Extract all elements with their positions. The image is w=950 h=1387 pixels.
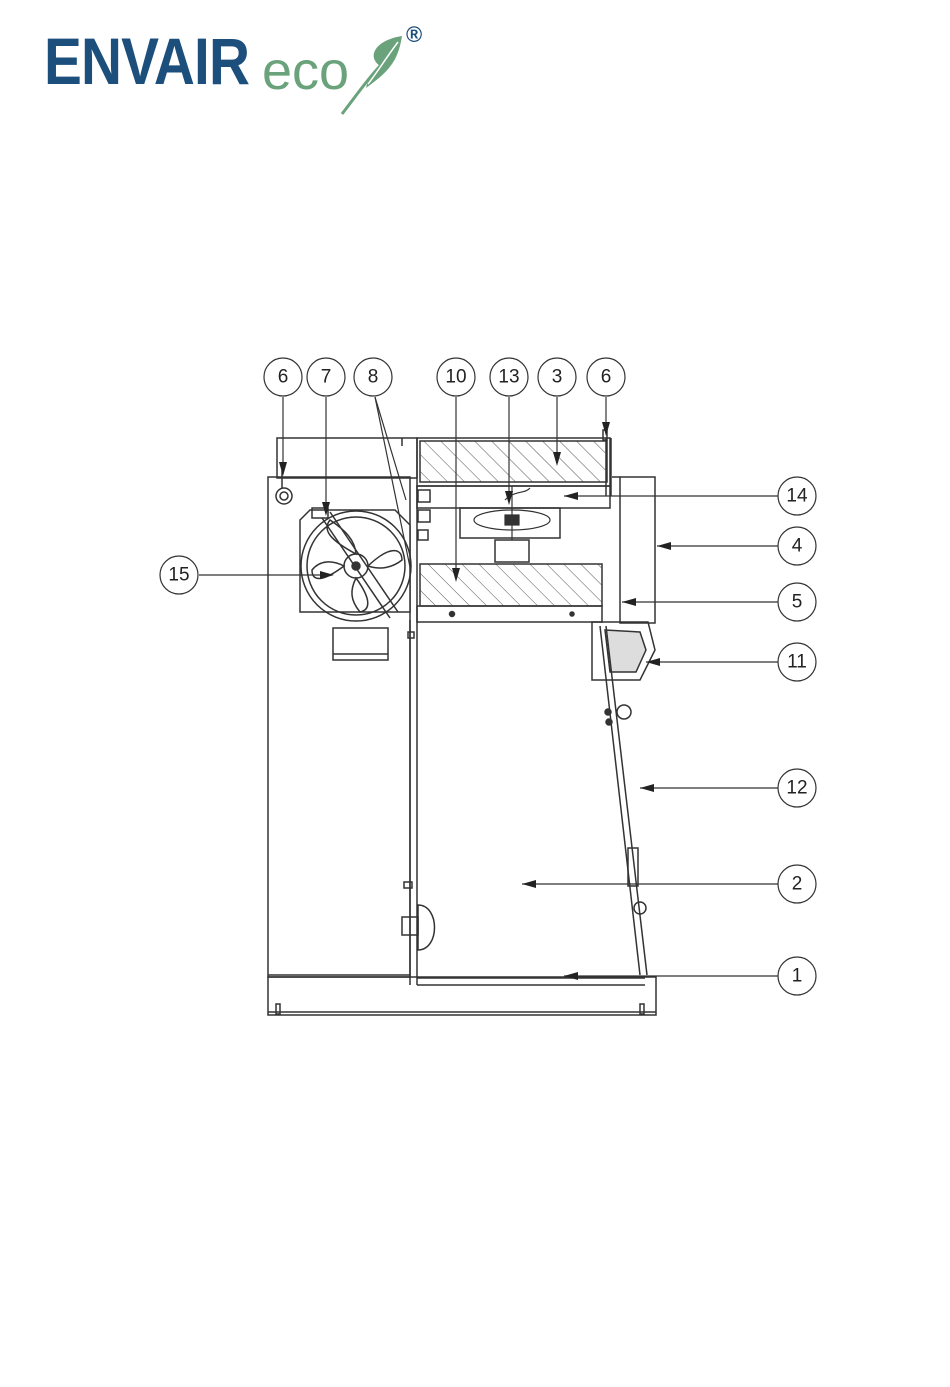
callout-13-label: 13 <box>498 367 519 388</box>
callout-15-label: 15 <box>168 565 189 586</box>
callout-10-label: 10 <box>445 367 466 388</box>
leader-lines <box>199 397 778 976</box>
callout-2-label: 2 <box>792 874 803 895</box>
callout-12-label: 12 <box>786 778 807 799</box>
exhaust-fan <box>300 508 411 621</box>
lower-filter-hatched <box>420 564 602 606</box>
callout-5-label: 5 <box>792 592 803 613</box>
callout-6-left-label: 6 <box>278 367 289 388</box>
callout-6-right-label: 6 <box>601 367 612 388</box>
callout-3-label: 3 <box>552 367 563 388</box>
callout-8-label: 8 <box>368 367 379 388</box>
callout-14-label: 14 <box>786 486 808 507</box>
callout-7-label: 7 <box>321 367 332 388</box>
leader-arrowheads <box>279 422 671 980</box>
callout-1-label: 1 <box>792 966 803 987</box>
callout-11-label: 11 <box>787 652 807 673</box>
callout-4-label: 4 <box>792 536 803 557</box>
upper-filter-hatched <box>420 441 607 482</box>
